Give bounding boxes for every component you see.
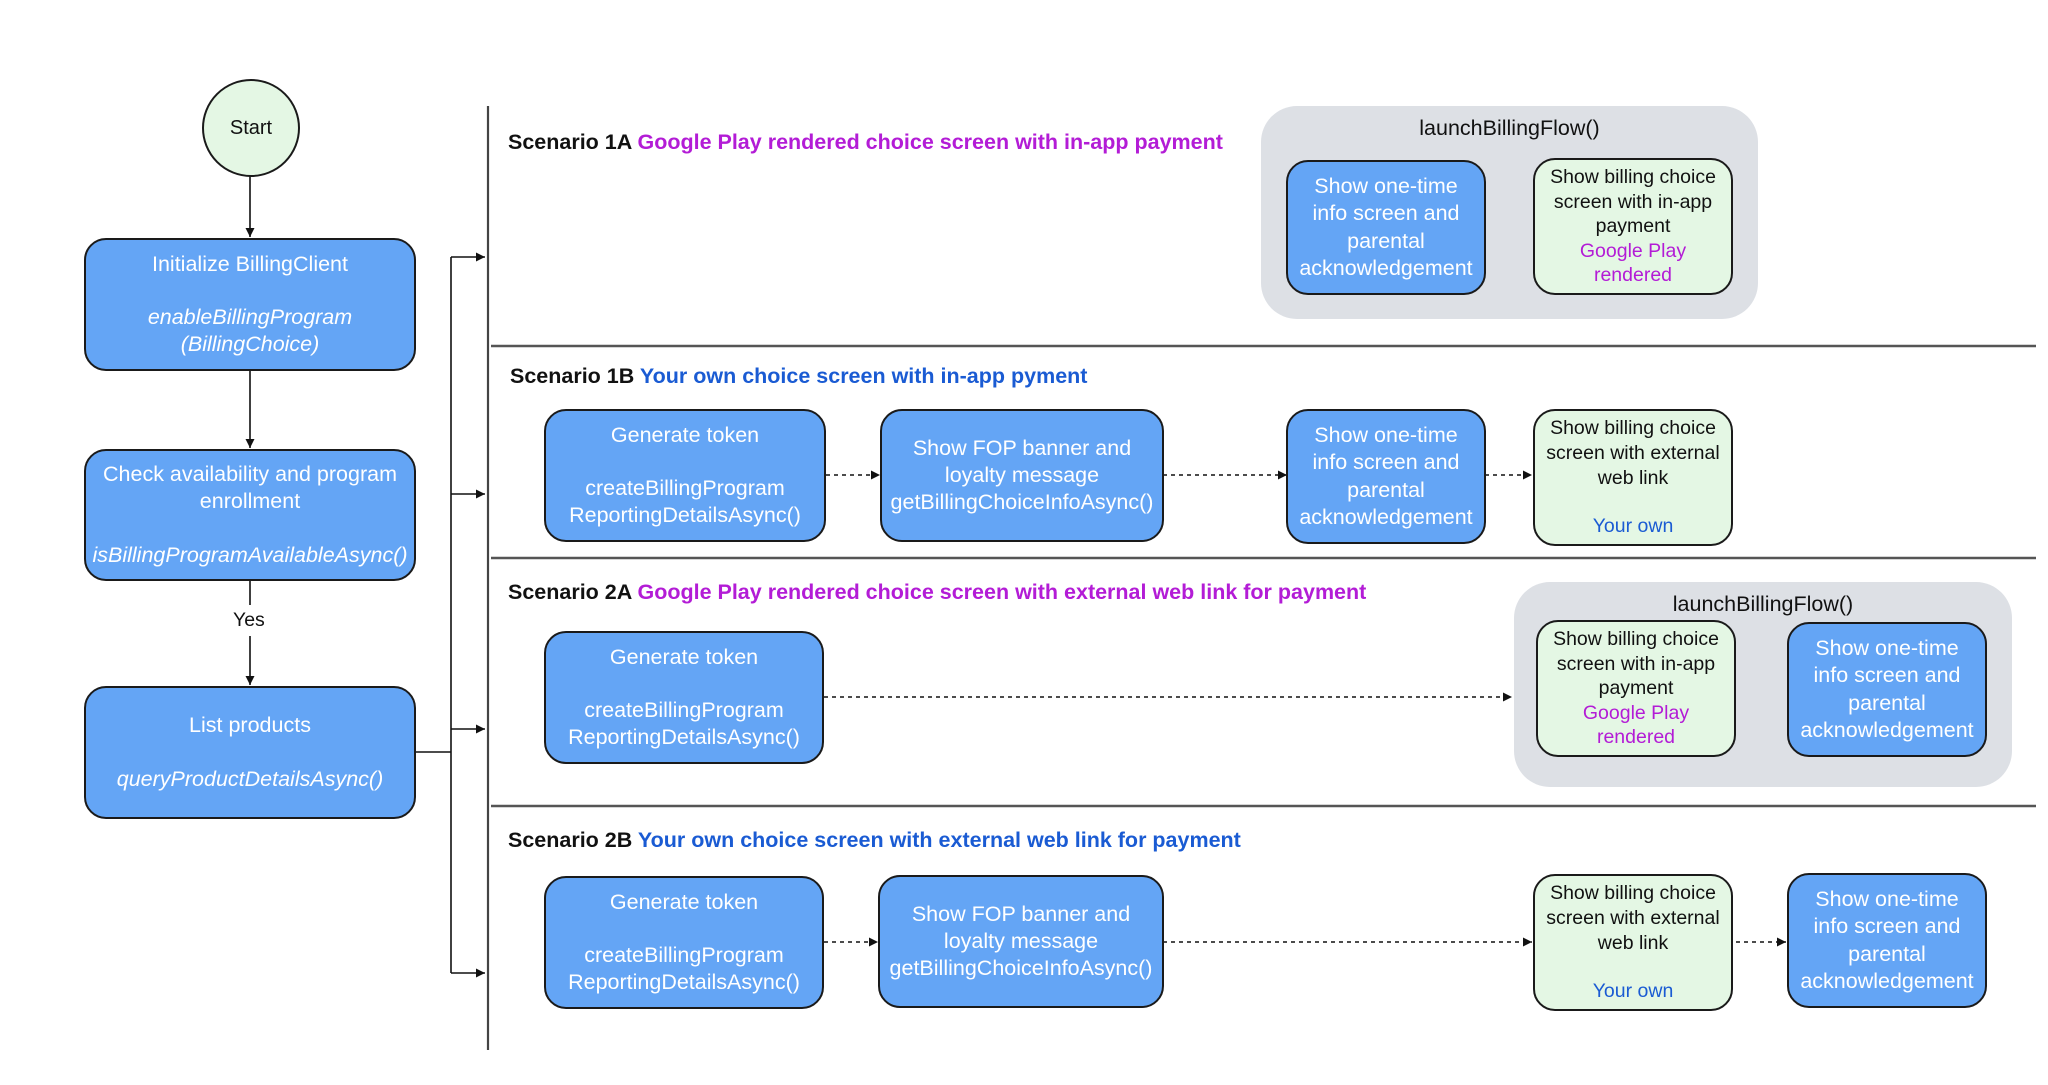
s2b-info-line: info screen and (1813, 914, 1961, 939)
s2b-choice-line: web link (1597, 931, 1669, 954)
s2a-choice-tag: rendered (1596, 726, 1676, 749)
s1b-token-title: Generate token (610, 422, 760, 447)
s1a-choice-line: payment (1595, 215, 1671, 238)
check-code: isBillingProgramAvailableAsync() (92, 542, 408, 567)
s2b-choice-tag: Your own (1592, 980, 1674, 1003)
scenario-1a-group-title: launchBillingFlow() (1419, 116, 1600, 140)
s2b-token-code: ReportingDetailsAsync() (568, 970, 800, 995)
s2a-token-code: createBillingProgram (584, 697, 784, 722)
yes-label: Yes (233, 609, 265, 631)
s2a-choice-line: payment (1598, 677, 1674, 700)
s2a-token-title: Generate token (609, 644, 759, 669)
s2b-fop-line: loyalty message (943, 928, 1099, 953)
s1b-info-line: info screen and (1312, 450, 1460, 475)
list-products-node: List products queryProductDetailsAsync() (84, 686, 416, 819)
scenario-2a-info-screen-node: Show one-time info screen and parental a… (1787, 622, 1987, 757)
s2a-info-line: parental (1848, 690, 1926, 715)
scenario-2b-billing-choice-node: Show billing choice screen with external… (1533, 874, 1733, 1011)
s1a-choice-line: screen with in-app (1553, 190, 1713, 213)
scenario-1a-billing-choice-node: Show billing choice screen with in-app p… (1533, 158, 1733, 295)
scenario-1b-billing-choice-node: Show billing choice screen with external… (1533, 409, 1733, 546)
s2a-choice-tag: Google Play (1582, 701, 1690, 724)
s2b-choice-line: screen with external (1546, 906, 1720, 929)
s2a-choice-line: Show billing choice (1553, 628, 1719, 651)
scenario-2a-group-title: launchBillingFlow() (1672, 592, 1854, 616)
s1a-choice-line: Show billing choice (1550, 166, 1716, 189)
init-code-line1: enableBillingProgram (147, 304, 353, 329)
scenario-2a-title: Google Play rendered choice screen with … (637, 580, 1367, 604)
scenario-2b-title: Your own choice screen with external web… (637, 828, 1241, 852)
scenario-2b-info-screen-node: Show one-time info screen and parental a… (1787, 873, 1987, 1008)
s2b-info-line: parental (1848, 941, 1926, 966)
initialize-billingclient-node: Initialize BillingClient enableBillingPr… (84, 238, 416, 371)
s1b-fop-line: Show FOP banner and (912, 435, 1132, 460)
s1b-token-code: createBillingProgram (585, 475, 785, 500)
list-title: List products (189, 713, 311, 738)
start-label: Start (229, 116, 273, 139)
s1a-choice-tag: rendered (1593, 264, 1673, 287)
s2b-fop-line: getBillingChoiceInfoAsync() (889, 956, 1153, 981)
scenario-2a-billing-choice-node: Show billing choice screen with in-app p… (1536, 620, 1736, 757)
s1a-info-line: Show one-time (1314, 174, 1458, 199)
scenario-1b-title: Your own choice screen with in-app pymen… (639, 364, 1088, 388)
scenario-1a-code: Scenario 1A (508, 130, 632, 154)
s2a-info-line: acknowledgement (1800, 717, 1974, 742)
s2b-token-title: Generate token (609, 889, 759, 914)
scenario-2b-generate-token-node: Generate token createBillingProgram Repo… (544, 876, 824, 1009)
s1b-choice-line: screen with external (1546, 441, 1720, 464)
s2b-choice-line: Show billing choice (1550, 882, 1716, 905)
s1b-fop-line: loyalty message (944, 462, 1100, 487)
scenario-1b-fop-banner-node: Show FOP banner and loyalty message getB… (880, 409, 1164, 542)
scenario-1b-code: Scenario 1B (510, 364, 635, 388)
s2a-info-line: info screen and (1813, 663, 1961, 688)
s1a-info-line: parental (1347, 228, 1425, 253)
s1a-choice-tag: Google Play (1579, 239, 1687, 262)
scenario-1a-title: Google Play rendered choice screen with … (637, 130, 1223, 154)
s1b-choice-line: web link (1597, 466, 1669, 489)
scenario-1b-info-screen-node: Show one-time info screen and parental a… (1286, 409, 1486, 544)
scenario-1b-generate-token-node: Generate token createBillingProgram Repo… (544, 409, 826, 542)
s1a-info-line: info screen and (1312, 201, 1460, 226)
s2b-token-code: createBillingProgram (584, 942, 784, 967)
scenario-2b-fop-banner-node: Show FOP banner and loyalty message getB… (878, 875, 1164, 1008)
check-title-line2: enrollment (199, 489, 301, 514)
s1b-info-line: parental (1347, 477, 1425, 502)
s1b-choice-tag: Your own (1592, 515, 1674, 538)
s2b-info-line: Show one-time (1815, 887, 1959, 912)
s1a-info-line: acknowledgement (1299, 255, 1473, 280)
s1b-choice-line: Show billing choice (1550, 417, 1716, 440)
scenario-2a-heading: Scenario 2A Google Play rendered choice … (508, 580, 1366, 605)
init-title: Initialize BillingClient (152, 251, 348, 276)
start-node: Start (202, 79, 300, 177)
s2b-info-line: acknowledgement (1800, 968, 1974, 993)
s2b-fop-line: Show FOP banner and (911, 901, 1131, 926)
scenario-1a-heading: Scenario 1A Google Play rendered choice … (508, 130, 1223, 155)
scenario-1a-info-screen-node: Show one-time info screen and parental a… (1286, 160, 1486, 295)
s1b-info-line: Show one-time (1314, 423, 1458, 448)
s1b-info-line: acknowledgement (1299, 504, 1473, 529)
check-availability-node: Check availability and program enrollmen… (84, 449, 416, 581)
check-title-line1: Check availability and program (103, 462, 397, 487)
list-code: queryProductDetailsAsync() (116, 766, 384, 791)
s1b-fop-line: getBillingChoiceInfoAsync() (890, 490, 1154, 515)
s2a-info-line: Show one-time (1815, 636, 1959, 661)
s2a-choice-line: screen with in-app (1556, 652, 1716, 675)
scenario-2b-heading: Scenario 2B Your own choice screen with … (508, 828, 1241, 853)
scenario-2a-generate-token-node: Generate token createBillingProgram Repo… (544, 631, 824, 764)
scenario-2b-code: Scenario 2B (508, 828, 633, 852)
s1b-token-code: ReportingDetailsAsync() (569, 503, 801, 528)
scenario-1b-heading: Scenario 1B Your own choice screen with … (510, 364, 1087, 389)
scenario-2a-code: Scenario 2A (508, 580, 632, 604)
s2a-token-code: ReportingDetailsAsync() (568, 725, 800, 750)
init-code-line2: (BillingChoice) (180, 332, 320, 357)
